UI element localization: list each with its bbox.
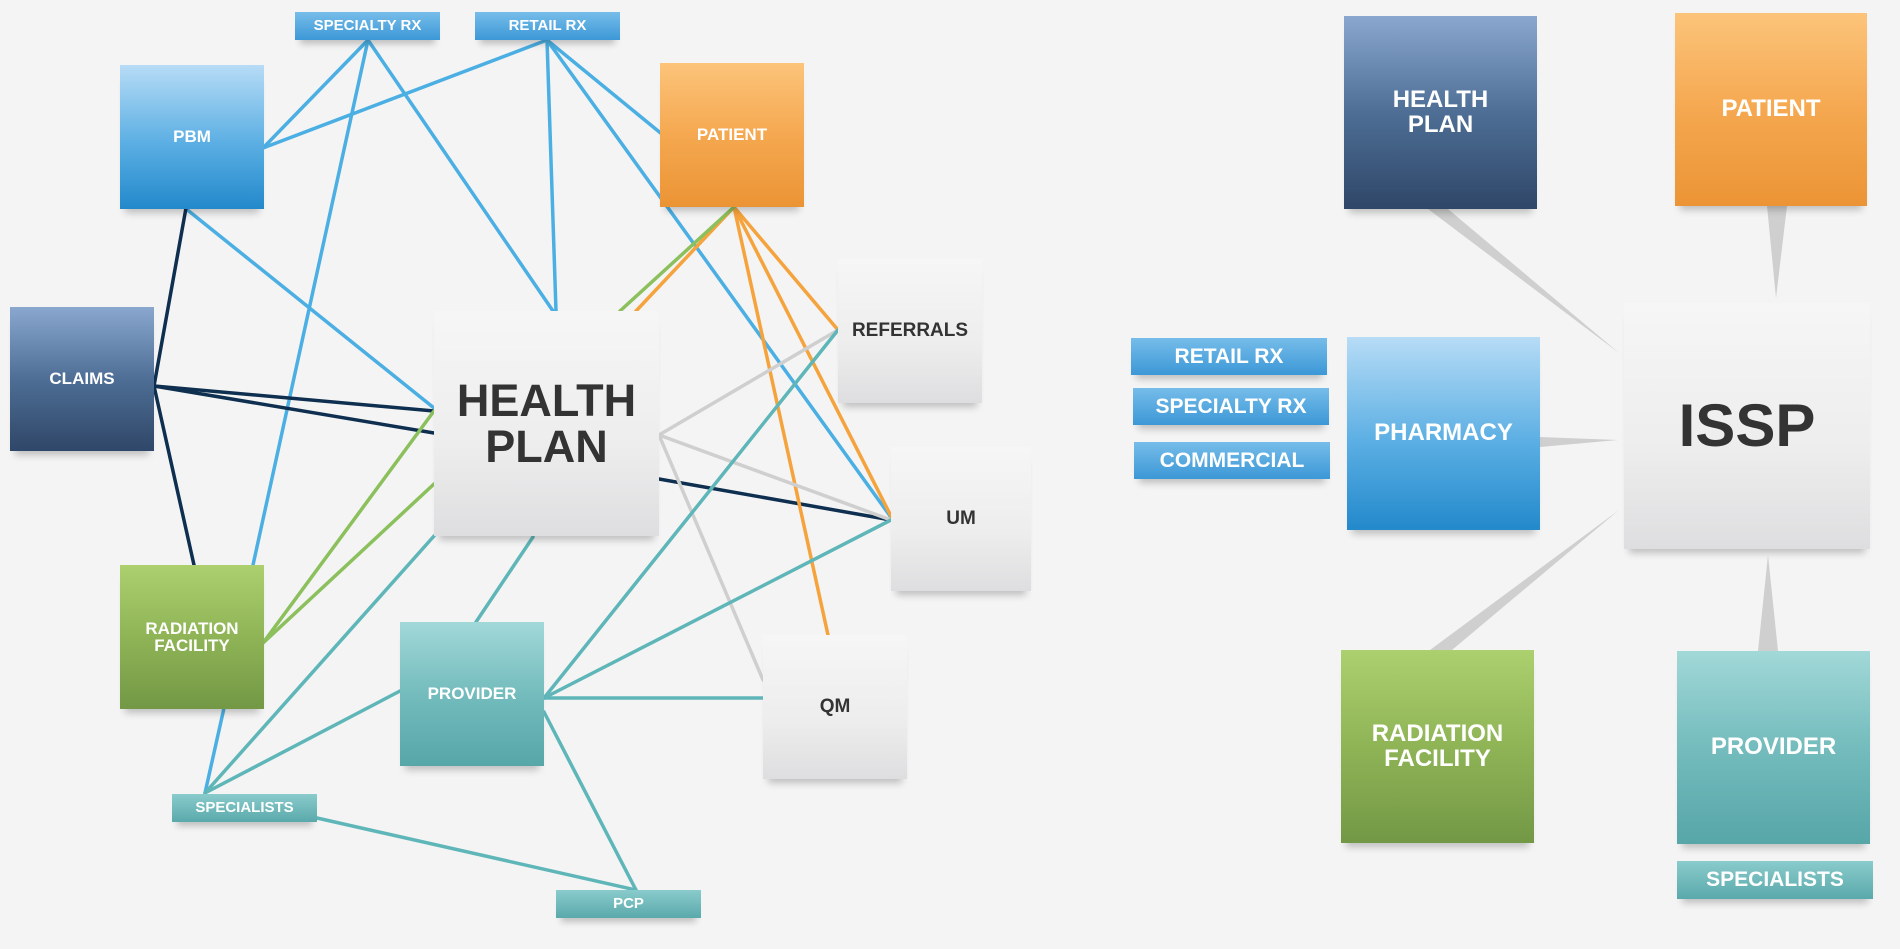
right-commercial-label: COMMERCIAL: [1159, 448, 1305, 472]
connector-blue-0: [261, 38, 370, 150]
left-specialists-label: SPECIALISTS: [195, 799, 294, 817]
left-specialty-rx-label: SPECIALTY RX: [313, 17, 422, 35]
left-provider-label: PROVIDER: [427, 684, 517, 704]
right-provider-label: PROVIDER: [1710, 733, 1837, 761]
right-specialists-node: SPECIALISTS: [1677, 861, 1873, 899]
connector-gray-23: [657, 433, 765, 682]
right-patient-node: PATIENT: [1675, 13, 1867, 206]
pointer-wedge-2: [1540, 437, 1618, 447]
right-health-plan-line1: HEALTH: [1392, 86, 1489, 114]
right-issp-node: ISSP: [1624, 303, 1870, 549]
left-health-plan-line1: HEALTH: [456, 374, 637, 426]
left-um-label: UM: [946, 508, 976, 530]
connector-blue-4: [545, 38, 558, 313]
connector-teal-25: [203, 689, 402, 795]
left-referrals-node: REFERRALS: [838, 259, 982, 403]
connector-green-18: [618, 205, 736, 313]
right-provider-node: PROVIDER: [1677, 651, 1870, 844]
left-pbm-node: PBM: [120, 65, 264, 209]
connector-green-19: [261, 409, 436, 645]
connector-navy-9: [152, 206, 188, 388]
right-specialty-rx-node: SPECIALTY RX: [1133, 388, 1329, 425]
right-issp-label: ISSP: [1678, 392, 1816, 460]
left-provider-node: PROVIDER: [400, 622, 544, 766]
connector-teal-30: [542, 710, 638, 892]
left-claims-label: CLAIMS: [49, 369, 115, 389]
right-radiation-line2: FACILITY: [1384, 744, 1491, 772]
left-patient-node: PATIENT: [660, 63, 804, 207]
left-pcp-label: PCP: [613, 895, 644, 913]
right-health-plan-node: HEALTH PLAN: [1344, 16, 1537, 209]
left-radiation-facility-node: RADIATION FACILITY: [120, 565, 264, 709]
connector-navy-13: [657, 477, 893, 522]
pointer-wedge-1: [1767, 206, 1787, 298]
left-pbm-label: PBM: [173, 127, 211, 147]
right-specialists-label: SPECIALISTS: [1706, 868, 1844, 892]
left-specialists-node: SPECIALISTS: [172, 794, 317, 822]
right-patient-label: PATIENT: [1721, 95, 1821, 123]
right-specialty-rx-label: SPECIALTY RX: [1155, 394, 1307, 418]
connector-blue-2: [366, 38, 555, 313]
left-retail-rx-label: RETAIL RX: [508, 17, 587, 35]
left-health-plan-node: HEALTH PLAN: [434, 311, 659, 536]
connector-green-20: [261, 482, 436, 645]
connector-blue-3: [251, 38, 370, 567]
right-commercial-node: COMMERCIAL: [1134, 442, 1330, 479]
right-radiation-facility-node: RADIATION FACILITY: [1341, 650, 1534, 843]
right-health-plan-line2: PLAN: [1407, 110, 1474, 138]
connector-teal-27: [542, 328, 840, 700]
connector-teal-24: [203, 534, 436, 795]
connector-orange-14: [634, 205, 736, 313]
left-radiation-line1: RADIATION: [145, 618, 239, 638]
right-radiation-line1: RADIATION: [1371, 720, 1504, 748]
connector-orange-15: [732, 205, 840, 332]
connector-orange-16: [732, 205, 895, 522]
left-referrals-label: REFERRALS: [851, 320, 969, 342]
left-qm-label: QM: [819, 696, 851, 718]
left-patient-label: PATIENT: [696, 125, 768, 145]
pointer-wedge-0: [1428, 209, 1619, 353]
connector-navy-11: [152, 384, 436, 413]
left-um-node: UM: [891, 447, 1031, 591]
pointer-wedge-3: [1430, 510, 1619, 650]
connector-blue-6: [545, 38, 895, 522]
connector-navy-10: [152, 384, 196, 567]
connector-teal-31: [315, 816, 638, 892]
connector-orange-17: [732, 205, 830, 637]
connector-gray-22: [657, 433, 893, 522]
connector-teal-28: [542, 518, 893, 700]
left-retail-rx-node: RETAIL RX: [475, 12, 620, 40]
right-retail-rx-label: RETAIL RX: [1174, 344, 1284, 368]
connector-blue-5: [545, 38, 665, 137]
connector-gray-21: [657, 328, 840, 437]
left-qm-node: QM: [763, 635, 907, 779]
left-health-plan-line2: PLAN: [485, 420, 608, 472]
right-pharmacy-node: PHARMACY: [1347, 337, 1540, 530]
connector-teal-26: [474, 535, 535, 624]
connector-blue-8: [203, 706, 226, 795]
right-retail-rx-node: RETAIL RX: [1131, 338, 1327, 375]
left-specialty-rx-node: SPECIALTY RX: [295, 12, 440, 40]
left-pcp-node: PCP: [556, 890, 701, 918]
pointer-wedge-4: [1758, 555, 1778, 651]
left-radiation-line2: FACILITY: [154, 636, 230, 655]
right-pharmacy-label: PHARMACY: [1374, 419, 1513, 447]
left-claims-node: CLAIMS: [10, 307, 154, 451]
connector-blue-7: [183, 206, 436, 410]
connector-navy-12: [152, 384, 436, 435]
